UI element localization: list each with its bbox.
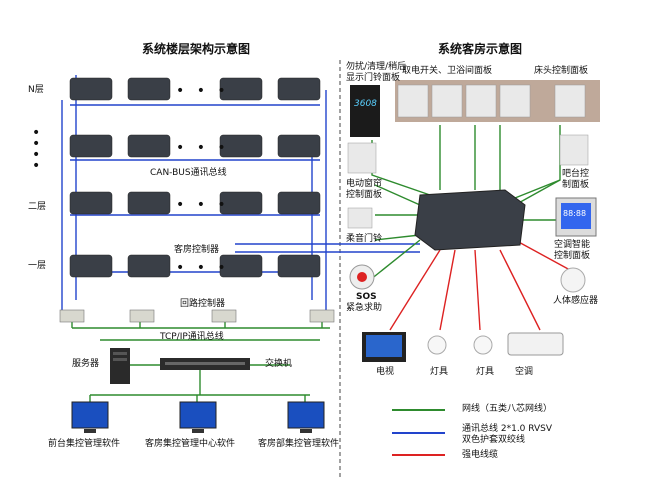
loop-controllers bbox=[59, 309, 335, 323]
switch-label: 交换机 bbox=[265, 359, 293, 369]
server-tower bbox=[110, 348, 130, 384]
floor-one-label: 一层 bbox=[28, 261, 47, 271]
curtain-label-1: 电动窗帘 bbox=[346, 179, 383, 189]
lamp-1 bbox=[427, 335, 447, 355]
floor-two-label: 二层 bbox=[28, 202, 47, 212]
can-bus-label: CAN-BUS通讯总线 bbox=[150, 168, 227, 178]
body-sensor bbox=[560, 267, 586, 293]
network-switch bbox=[160, 358, 250, 370]
lamp-2 bbox=[473, 335, 493, 355]
can-bus-lines bbox=[61, 75, 420, 310]
lamp2-label: 灯具 bbox=[476, 367, 495, 377]
thermo-digits: 88:88 bbox=[563, 209, 587, 218]
row-ellipsis: • • • bbox=[176, 260, 230, 276]
central-room-controller bbox=[414, 189, 526, 251]
ac-panel-label-2: 控制面板 bbox=[554, 251, 591, 261]
air-conditioner bbox=[507, 332, 564, 356]
loop-controller-label: 回路控制器 bbox=[180, 299, 226, 309]
tv-label: 电视 bbox=[376, 367, 395, 377]
tcpip-bus-label: TCP/IP通讯总线 bbox=[160, 332, 224, 342]
floor-ellipsis: •••• bbox=[32, 125, 41, 174]
ac-label: 空调 bbox=[515, 367, 534, 377]
legend-network-label: 网线（五类八芯网线） bbox=[462, 404, 553, 414]
bar-label-2: 制面板 bbox=[562, 180, 590, 190]
legend-bus-label: 通讯总线 2*1.0 RVSV bbox=[462, 424, 553, 434]
dnd-panel bbox=[350, 85, 380, 137]
row-ellipsis: • • • bbox=[176, 197, 230, 213]
row-ellipsis: • • • bbox=[176, 83, 230, 99]
ac-panel-label-1: 空调智能 bbox=[554, 240, 591, 250]
sensor-label: 人体感应器 bbox=[553, 296, 599, 306]
pc1-label: 前台集控管理软件 bbox=[48, 439, 121, 449]
floor-n-label: N层 bbox=[28, 85, 44, 95]
server-label: 服务器 bbox=[72, 359, 100, 369]
pc2-label: 客房集控管理中心软件 bbox=[145, 439, 236, 449]
right-title: 系统客房示意图 bbox=[438, 42, 523, 56]
room-controllers bbox=[69, 77, 321, 278]
dnd-display-digits: 3608 bbox=[354, 99, 377, 109]
curtain-label-2: 控制面板 bbox=[346, 190, 383, 200]
sos-label-1: SOS bbox=[356, 292, 377, 302]
dnd-panel-label-2: 显示门铃面板 bbox=[346, 73, 401, 83]
room-controller-label: 客房控制器 bbox=[174, 245, 220, 255]
bed-panel-label: 床头控制面板 bbox=[534, 66, 589, 76]
pc3-label: 客房部集控管理软件 bbox=[258, 439, 340, 449]
doorbell-label: 柔音门铃 bbox=[346, 234, 383, 244]
row-ellipsis: • • • bbox=[176, 140, 230, 156]
pc-monitors bbox=[71, 401, 325, 433]
sos-label-2: 紧急求助 bbox=[346, 303, 383, 313]
lamp1-label: 灯具 bbox=[430, 367, 449, 377]
bar-label-1: 吧台控 bbox=[562, 169, 590, 179]
left-title: 系统楼层架构示意图 bbox=[142, 42, 251, 56]
dnd-panel-label-1: 勿扰/清理/稍后 bbox=[346, 62, 407, 72]
card-panel-label: 取电开关、卫浴间面板 bbox=[402, 66, 493, 76]
legend-power-label: 强电线缆 bbox=[462, 450, 499, 460]
legend-bus-label-2: 双色护套双绞线 bbox=[462, 435, 526, 445]
